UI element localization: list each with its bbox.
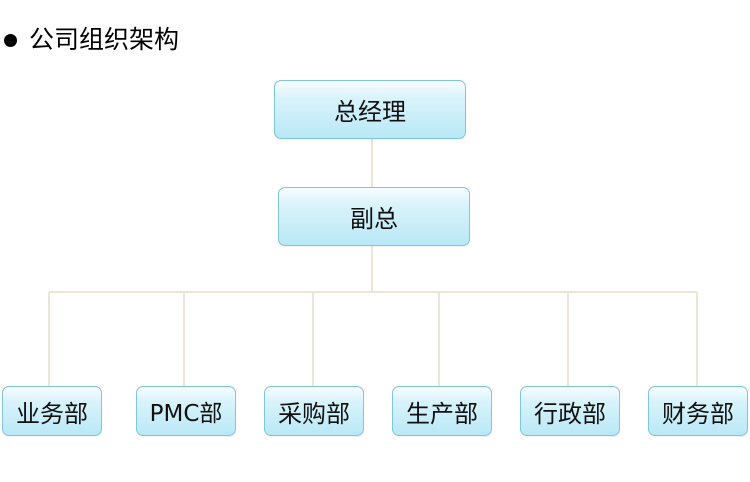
node-dept-2: 采购部 xyxy=(264,386,364,436)
node-dept-1: PMC部 xyxy=(136,386,236,436)
bullet-icon xyxy=(4,33,17,47)
node-dept-5-label: 财务部 xyxy=(662,399,734,428)
node-dept-5: 财务部 xyxy=(648,386,748,436)
node-general-manager-label: 总经理 xyxy=(334,98,406,126)
node-dept-4-label: 行政部 xyxy=(534,399,606,428)
node-dept-2-label: 采购部 xyxy=(278,399,350,428)
node-dept-4: 行政部 xyxy=(520,386,620,436)
node-dept-0: 业务部 xyxy=(2,386,102,436)
page-title: 公司组织架构 xyxy=(29,25,180,54)
node-dept-3-label: 生产部 xyxy=(406,399,478,428)
node-deputy-general-label: 副总 xyxy=(350,205,398,233)
node-dept-0-label: 业务部 xyxy=(16,399,88,428)
node-dept-1-label: PMC部 xyxy=(149,401,223,427)
node-deputy-general: 副总 xyxy=(278,187,470,246)
node-dept-3: 生产部 xyxy=(392,386,492,436)
node-general-manager: 总经理 xyxy=(274,80,466,139)
page-heading: 公司组织架构 xyxy=(4,22,179,58)
